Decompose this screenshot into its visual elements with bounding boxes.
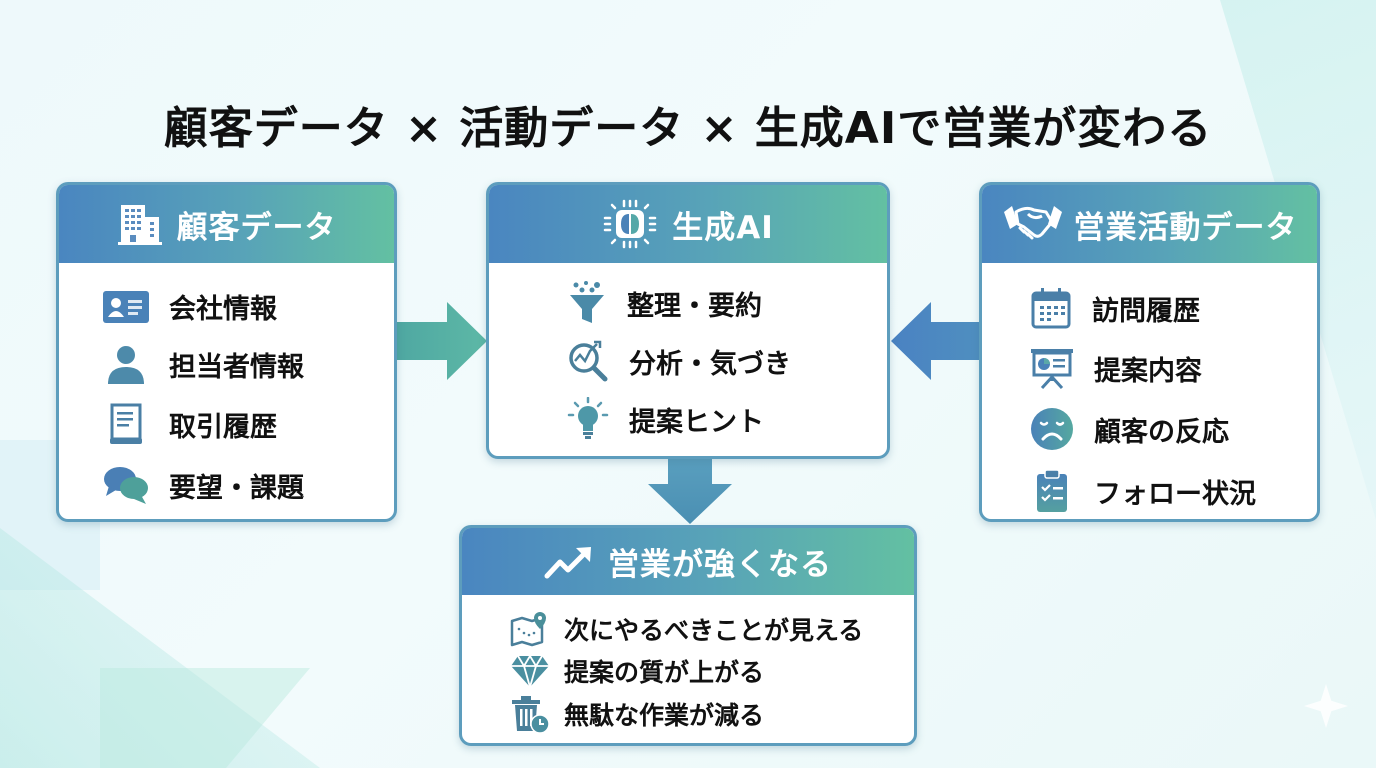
item-label: 会社情報 bbox=[169, 294, 277, 325]
speech-bubbles-icon bbox=[103, 464, 149, 506]
sales-activity-data-card: 営業活動データ 訪問履歴 bbox=[979, 182, 1320, 522]
id-card-icon bbox=[103, 290, 149, 324]
arrow-customer-to-ai bbox=[397, 302, 487, 380]
building-icon bbox=[117, 201, 163, 247]
list-item: 提案ヒント bbox=[567, 397, 887, 441]
item-label: 担当者情報 bbox=[169, 351, 304, 383]
item-label: 無駄な作業が減る bbox=[564, 701, 765, 730]
clipboard-checklist-icon bbox=[1030, 469, 1074, 513]
list-item: 整理・要約 bbox=[567, 281, 887, 325]
trash-clock-icon bbox=[510, 695, 550, 733]
map-pin-icon bbox=[510, 611, 550, 647]
customer-data-card: 顧客データ 会社情報 担当者情 bbox=[56, 182, 397, 522]
card-title: 生成AI bbox=[672, 209, 774, 246]
card-header: 顧客データ bbox=[59, 185, 394, 263]
list-item: 提案の質が上がる bbox=[510, 653, 914, 689]
item-label: 提案ヒント bbox=[629, 406, 764, 438]
sparkle-icon bbox=[1304, 684, 1348, 728]
list-item: 無駄な作業が減る bbox=[510, 695, 914, 733]
list-item: 顧客の反応 bbox=[1030, 407, 1317, 451]
list-item: 担当者情報 bbox=[103, 344, 394, 384]
item-label: 提案内容 bbox=[1094, 355, 1202, 387]
list-item: 要望・課題 bbox=[103, 464, 394, 506]
sad-face-icon bbox=[1030, 407, 1074, 451]
funnel-icon bbox=[567, 281, 607, 325]
list-item: 訪問履歴 bbox=[1030, 287, 1317, 329]
lightbulb-icon bbox=[567, 397, 609, 441]
card-header: 営業が強くなる bbox=[462, 528, 914, 595]
item-label: 要望・課題 bbox=[169, 472, 304, 504]
ai-chip-brain-icon bbox=[602, 199, 658, 249]
presentation-icon bbox=[1030, 347, 1074, 389]
item-label: 整理・要約 bbox=[627, 290, 762, 322]
trend-up-icon bbox=[544, 544, 594, 580]
item-label: 次にやるべきことが見える bbox=[564, 616, 864, 645]
item-label: 訪問履歴 bbox=[1092, 295, 1200, 327]
list-item: 会社情報 bbox=[103, 287, 394, 326]
arrow-activity-to-ai bbox=[891, 302, 981, 380]
background-shape bbox=[100, 668, 310, 768]
card-title: 営業活動データ bbox=[1073, 209, 1298, 246]
analytics-magnifier-icon bbox=[567, 339, 609, 383]
list-item: 提案内容 bbox=[1030, 347, 1317, 389]
item-label: 取引履歴 bbox=[169, 411, 277, 443]
list-item: 取引履歴 bbox=[103, 402, 394, 446]
item-label: 提案の質が上がる bbox=[564, 658, 765, 687]
diamond-icon bbox=[510, 654, 550, 688]
generative-ai-card: 生成AI 整理・要約 分析・気づき bbox=[486, 182, 890, 459]
background-shape bbox=[0, 528, 320, 768]
person-icon bbox=[103, 344, 149, 384]
card-title: 営業が強くなる bbox=[608, 547, 832, 583]
card-title: 顧客データ bbox=[176, 209, 337, 246]
calendar-icon bbox=[1030, 287, 1072, 329]
item-label: フォロー状況 bbox=[1094, 478, 1256, 510]
handshake-icon bbox=[1002, 202, 1064, 246]
card-header: 生成AI bbox=[489, 185, 887, 263]
arrow-ai-to-result bbox=[648, 458, 732, 524]
card-header: 営業活動データ bbox=[982, 185, 1317, 263]
item-label: 分析・気づき bbox=[629, 348, 791, 380]
page-title: 顧客データ × 活動データ × 生成AIで営業が変わる bbox=[163, 103, 1213, 154]
sales-strengthened-card: 営業が強くなる 次にやるべきことが見える 提案の質が上がる bbox=[459, 525, 917, 746]
list-item: フォロー状況 bbox=[1030, 469, 1317, 513]
list-item: 分析・気づき bbox=[567, 339, 887, 383]
list-item: 次にやるべきことが見える bbox=[510, 611, 914, 647]
item-label: 顧客の反応 bbox=[1094, 416, 1229, 448]
document-scroll-icon bbox=[103, 402, 149, 446]
